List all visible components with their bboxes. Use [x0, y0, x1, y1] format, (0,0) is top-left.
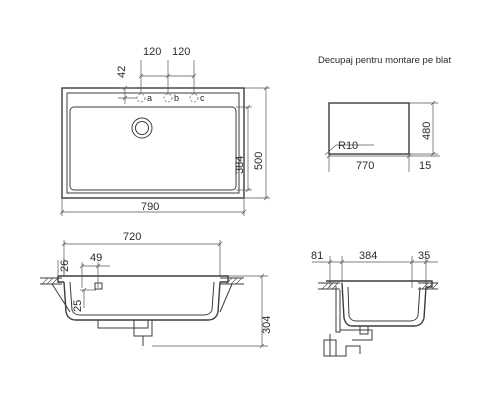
bowl-outline — [69, 106, 237, 191]
tap-hole-b — [163, 93, 173, 103]
cutout-view: Decupaj pentru montare pe blat 480 R10 7… — [318, 55, 451, 172]
hole-label-a: a — [147, 93, 152, 103]
side-countertop-hatch-right — [421, 282, 439, 290]
sink-top-view: a b c 120 120 42 790 384 500 — [59, 46, 270, 216]
cutout-radius: R10 — [338, 140, 358, 152]
front-bowl-outer — [63, 281, 221, 321]
side-trap-connector — [340, 329, 373, 341]
front-section-view: 720 26 49 25 304 — [40, 231, 273, 349]
drain-inner — [135, 121, 149, 135]
countertop-left-hatch — [41, 277, 59, 285]
side-waste-pipe — [329, 334, 361, 357]
drain-outer — [131, 117, 153, 139]
side-overflow-tube — [335, 286, 341, 333]
dim-sink-height: 500 — [253, 152, 265, 170]
front-overflow-pipe — [97, 320, 149, 329]
dim-rim: 26 — [59, 260, 71, 272]
dim-hole-position: 49 — [90, 252, 102, 264]
side-rim — [326, 280, 433, 288]
side-drain-body — [359, 325, 369, 335]
front-bowl-inner — [69, 281, 215, 316]
cutout-caption: Decupaj pentru montare pe blat — [318, 55, 451, 66]
side-countertop-hatch-left — [321, 282, 339, 290]
dim-depth: 304 — [261, 316, 273, 334]
dim-side-left: 81 — [311, 250, 323, 262]
dim-hole-spacing-1: 120 — [143, 46, 161, 58]
tap-hole-c — [189, 93, 199, 103]
dim-front-width: 720 — [123, 231, 141, 243]
dim-side-right: 35 — [418, 250, 430, 262]
hole-label-c: c — [200, 93, 205, 103]
sink-outer-outline — [61, 87, 245, 199]
side-trap-cup — [323, 339, 337, 357]
side-bowl-inner — [347, 286, 421, 322]
dim-sink-width: 790 — [141, 201, 159, 213]
dim-cutout-height: 480 — [421, 122, 433, 140]
side-section-view: 81 384 35 — [311, 250, 439, 357]
side-bowl-outer — [341, 282, 427, 327]
dim-hole-offset: 42 — [116, 66, 128, 78]
dim-side-bowl: 384 — [359, 250, 377, 262]
dim-hole-spacing-2: 120 — [172, 46, 190, 58]
cutout-outline — [328, 102, 410, 155]
dim-hole-drop: 25 — [72, 300, 84, 312]
dim-cutout-width: 770 — [356, 160, 374, 172]
countertop-right-hatch — [225, 277, 243, 285]
tap-hole-a — [136, 93, 146, 103]
dim-cutout-margin: 15 — [419, 160, 431, 172]
sink-rim-outline — [66, 92, 240, 194]
tap-hole-marker — [94, 282, 103, 290]
hole-label-b: b — [174, 93, 179, 103]
front-rim — [58, 275, 229, 283]
dim-bowl-height: 384 — [234, 156, 246, 174]
